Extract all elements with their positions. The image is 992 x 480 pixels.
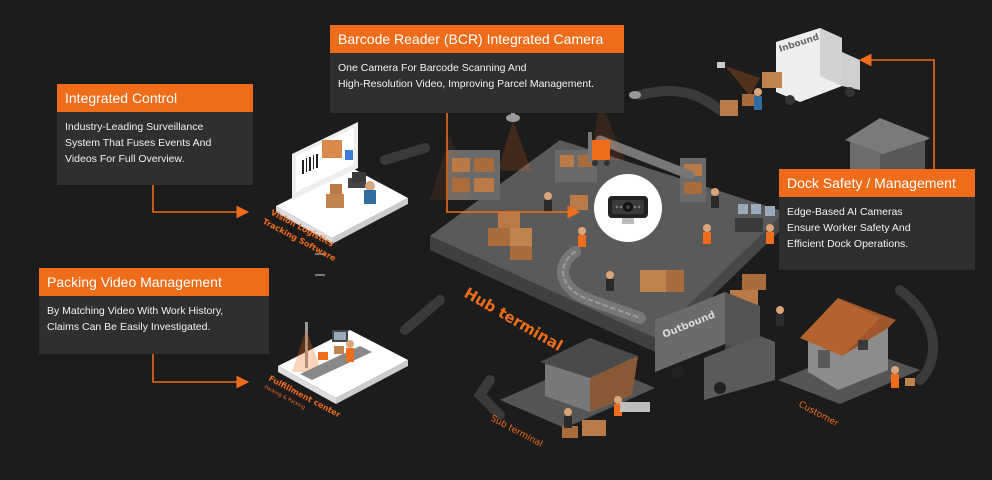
divider-mark: [315, 253, 325, 255]
callout-packing-body: By Matching Video With Work History, Cla…: [39, 296, 269, 354]
callout-bcr-title: Barcode Reader (BCR) Integrated Camera: [330, 25, 624, 53]
callout-dock-line: Edge-Based AI Cameras: [787, 206, 903, 218]
sub-terminal: [500, 338, 655, 438]
callout-integrated-control-body: Industry-Leading Surveillance System Tha…: [57, 112, 253, 185]
callout-connectors: [152, 53, 935, 389]
flow-arrow-sub: [473, 375, 505, 420]
dock-workstations: [735, 204, 775, 232]
vision-logistics-station: [276, 122, 408, 244]
callout-integrated-control: Integrated Control Industry-Leading Surv…: [57, 84, 253, 185]
inbound-truck: [717, 28, 860, 116]
callout-integrated-control-line: Videos For Full Overview.: [65, 153, 185, 165]
callout-bcr-camera: Barcode Reader (BCR) Integrated Camera O…: [330, 25, 624, 113]
callout-bcr-body: One Camera For Barcode Scanning And High…: [330, 53, 624, 113]
callout-dock-safety: Dock Safety / Management Edge-Based AI C…: [779, 169, 975, 270]
conveyor-belt: [557, 135, 695, 324]
callout-dock-title: Dock Safety / Management: [779, 169, 975, 197]
callout-bcr-line: High-Resolution Video, Improving Parcel …: [338, 78, 595, 90]
flow-arrow-customer: [895, 285, 938, 385]
callout-dock-line: Efficient Dock Operations.: [787, 238, 909, 250]
forklift: [588, 132, 610, 166]
flow-arrow-top: [635, 85, 725, 115]
callout-integrated-control-title: Integrated Control: [57, 84, 253, 112]
divider-mark: [315, 274, 325, 276]
sub-terminal-label: Sub terminal: [489, 414, 545, 450]
customer-label: Customer: [797, 400, 841, 429]
callout-packing-line: By Matching Video With Work History,: [47, 305, 224, 317]
callout-bcr-line: One Camera For Barcode Scanning And: [338, 62, 527, 74]
callout-dock-line: Ensure Worker Safety And: [787, 222, 911, 234]
callout-packing-video: Packing Video Management By Matching Vid…: [39, 268, 269, 354]
connector-bcr: [446, 85, 581, 219]
callout-integrated-control-line: Industry-Leading Surveillance: [65, 121, 204, 133]
customer-house: [778, 298, 920, 404]
flow-arrow-packing: [400, 295, 445, 335]
callout-integrated-control-line: System That Fuses Events And: [65, 137, 212, 149]
flow-arrows: [380, 85, 938, 420]
callout-packing-title: Packing Video Management: [39, 268, 269, 296]
connector-dock: [858, 53, 935, 170]
workers: [544, 188, 784, 326]
warehouse-shelves: [448, 150, 706, 202]
callout-packing-line: Claims Can Be Easily Investigated.: [47, 321, 211, 333]
outbound-truck: [655, 292, 775, 400]
connector-integrated-control: [152, 184, 250, 219]
fulfillment-station: [278, 322, 408, 404]
flow-arrow-control: [380, 143, 430, 165]
callout-dock-body: Edge-Based AI Cameras Ensure Worker Safe…: [779, 197, 975, 270]
connector-packing: [152, 354, 250, 389]
bcr-camera-device: [594, 174, 662, 242]
